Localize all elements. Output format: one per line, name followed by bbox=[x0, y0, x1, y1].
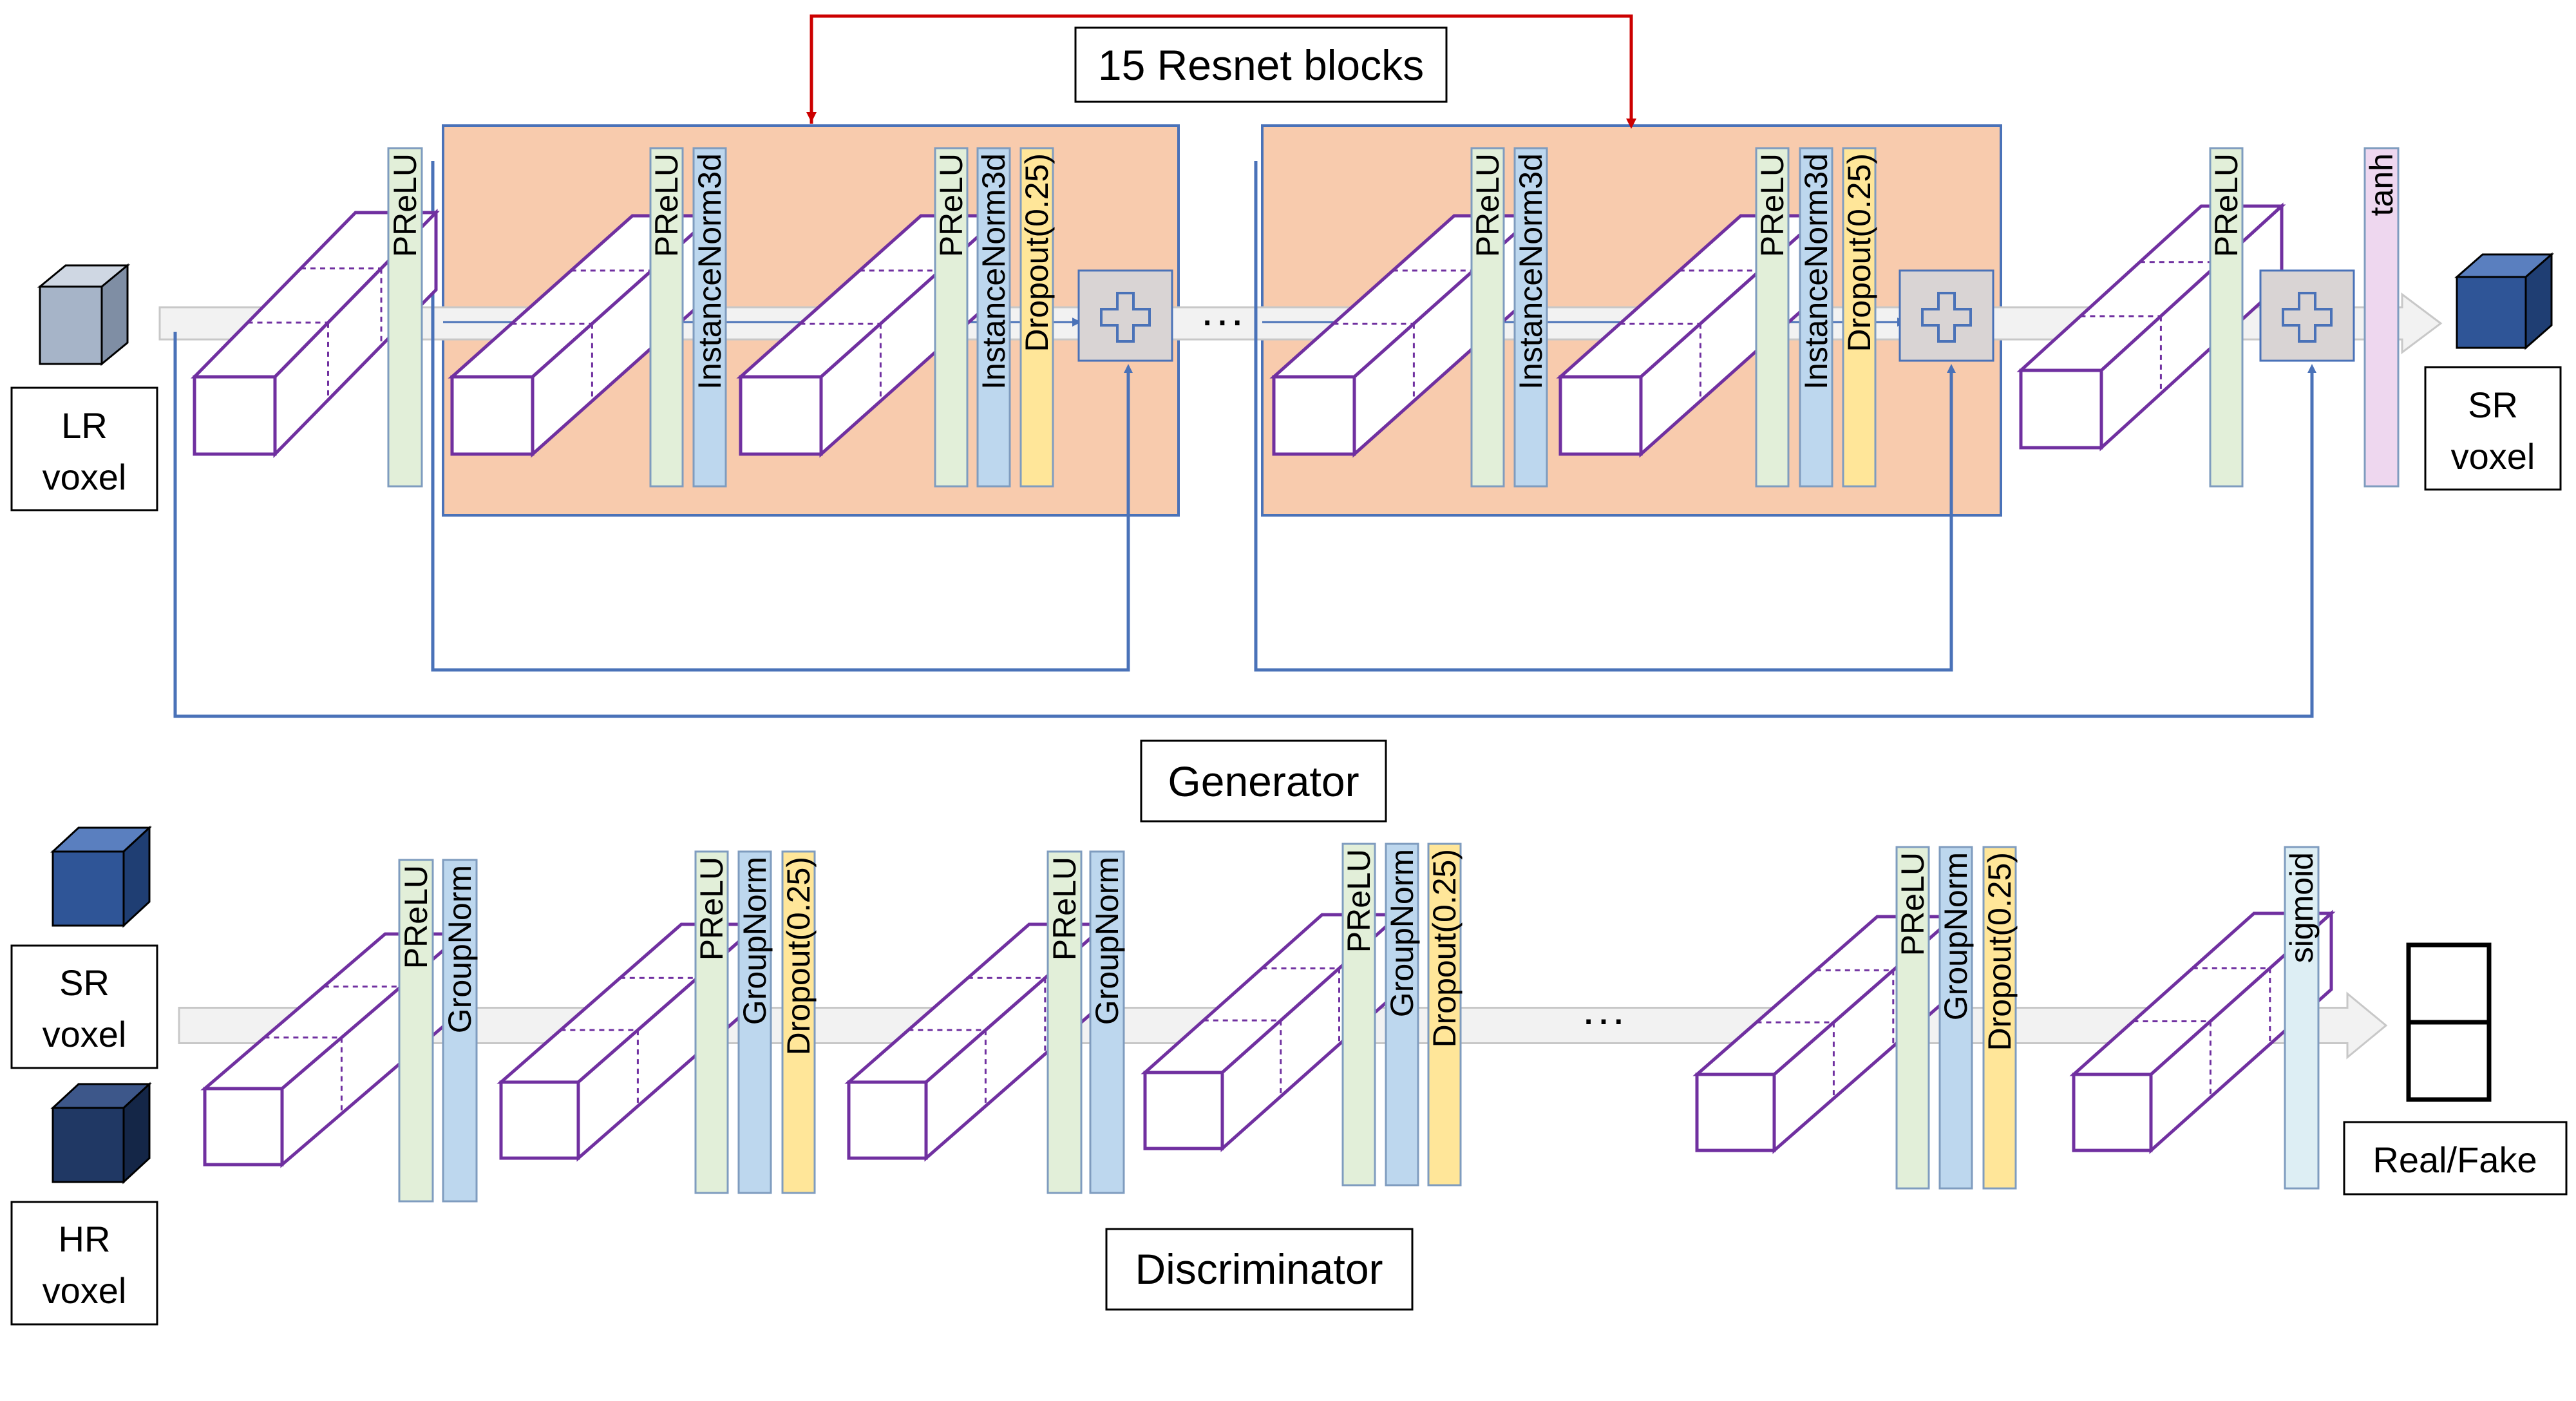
generator-prelu-bar-5-label: PReLU bbox=[1754, 153, 1790, 257]
sr-voxel-output-label-box bbox=[2424, 366, 2562, 491]
generator-prelu-bar-3: PReLU bbox=[933, 147, 969, 488]
disc-groupnorm-bar-3-label: GroupNorm bbox=[1089, 857, 1125, 1025]
generator-dropout-bar-1: Dropout(0.25) bbox=[1019, 147, 1055, 488]
disc-groupnorm-bar-2: GroupNorm bbox=[737, 850, 773, 1194]
lr-voxel-label-box bbox=[10, 386, 158, 511]
plus-node-1 bbox=[1077, 269, 1173, 362]
resnet-label: 15 Resnet blocks bbox=[1098, 41, 1424, 89]
plus-node-2 bbox=[1899, 269, 1994, 362]
generator-instancenorm-bar-1: InstanceNorm3d bbox=[692, 147, 728, 488]
lr-voxel-cube-icon bbox=[37, 263, 131, 367]
generator-prelu-bar-2: PReLU bbox=[649, 147, 685, 488]
disc-groupnorm-bar-1-label: GroupNorm bbox=[442, 865, 478, 1033]
hr-voxel-input-label-box bbox=[10, 1201, 158, 1326]
discriminator-title-box bbox=[1105, 1228, 1414, 1311]
disc-groupnorm-bar-4-label: GroupNorm bbox=[1384, 849, 1420, 1017]
generator-instancenorm-bar-2: InstanceNorm3d bbox=[976, 147, 1012, 488]
sr-voxel-input-label-box bbox=[10, 944, 158, 1069]
disc-prelu-bar-3-label: PReLU bbox=[1046, 857, 1083, 960]
sr-voxel-output-label-line1: SR bbox=[2468, 385, 2518, 425]
disc-prelu-bar-4: PReLU bbox=[1341, 843, 1377, 1187]
generator-instancenorm-bar-2-label: InstanceNorm3d bbox=[976, 153, 1012, 390]
disc-sigmoid-bar-label: sigmoid bbox=[2284, 852, 2320, 963]
generator-title-box bbox=[1140, 739, 1387, 823]
skip-connection-1 bbox=[431, 161, 1133, 672]
discriminator-ellipsis: ··· bbox=[1581, 993, 1626, 1044]
disc-dropout-bar-2-label: Dropout(0.25) bbox=[1426, 849, 1463, 1048]
disc-prelu-bar-1: PReLU bbox=[398, 859, 434, 1203]
disc-prelu-bar-5-label: PReLU bbox=[1895, 852, 1931, 956]
generator-dropout-bar-2: Dropout(0.25) bbox=[1841, 147, 1877, 488]
lr-voxel-label-line2: voxel bbox=[43, 457, 127, 497]
lr-voxel-label-line1: LR bbox=[61, 405, 108, 446]
disc-prelu-bar-4-label: PReLU bbox=[1341, 849, 1377, 953]
generator-dropout-bar-2-label: Dropout(0.25) bbox=[1841, 153, 1877, 352]
sr-voxel-input-cube-icon bbox=[50, 825, 152, 928]
disc-groupnorm-bar-5-label: GroupNorm bbox=[1938, 852, 1974, 1020]
plus-icon bbox=[1921, 292, 1972, 343]
generator-dropout-bar-1-label: Dropout(0.25) bbox=[1019, 153, 1055, 352]
disc-groupnorm-bar-4: GroupNorm bbox=[1384, 843, 1420, 1187]
disc-prelu-bar-5: PReLU bbox=[1895, 846, 1931, 1190]
real-fake-label-box bbox=[2343, 1121, 2568, 1196]
generator-instancenorm-bar-4-label: InstanceNorm3d bbox=[1798, 153, 1834, 390]
generator-prelu-bar-1: PReLU bbox=[387, 147, 423, 488]
disc-prelu-bar-1-label: PReLU bbox=[398, 865, 434, 969]
plus-icon bbox=[2282, 292, 2333, 343]
generator-tanh-bar: tanh bbox=[2363, 147, 2400, 488]
generator-instancenorm-bar-1-label: InstanceNorm3d bbox=[692, 153, 728, 390]
hr-voxel-input-cube-icon bbox=[50, 1082, 152, 1185]
generator-prelu-bar-3-label: PReLU bbox=[933, 153, 969, 257]
generator-prelu-bar-4: PReLU bbox=[1470, 147, 1506, 488]
resnet-label-box bbox=[1074, 26, 1448, 103]
generator-instancenorm-bar-4: InstanceNorm3d bbox=[1798, 147, 1834, 488]
sr-voxel-output-label-line2: voxel bbox=[2451, 436, 2535, 477]
disc-prelu-bar-2: PReLU bbox=[694, 850, 730, 1194]
generator-title: Generator bbox=[1168, 758, 1359, 805]
disc-groupnorm-bar-2-label: GroupNorm bbox=[737, 857, 773, 1025]
disc-dropout-bar-1-label: Dropout(0.25) bbox=[781, 857, 817, 1056]
generator-prelu-bar-2-label: PReLU bbox=[649, 153, 685, 257]
disc-groupnorm-bar-1: GroupNorm bbox=[442, 859, 478, 1203]
plus-node-3 bbox=[2259, 269, 2355, 362]
disc-prelu-bar-2-label: PReLU bbox=[694, 857, 730, 960]
plus-icon bbox=[1100, 292, 1151, 343]
generator-prelu-bar-6-label: PReLU bbox=[2208, 153, 2244, 257]
disc-dropout-bar-3-label: Dropout(0.25) bbox=[1982, 852, 2018, 1051]
hr-voxel-input-label-line2: voxel bbox=[43, 1270, 127, 1311]
generator-instancenorm-bar-3-label: InstanceNorm3d bbox=[1513, 153, 1549, 390]
generator-ellipsis: ··· bbox=[1200, 294, 1245, 345]
disc-dropout-bar-2: Dropout(0.25) bbox=[1426, 843, 1463, 1187]
disc-dropout-bar-3: Dropout(0.25) bbox=[1982, 846, 2018, 1190]
disc-sigmoid-bar: sigmoid bbox=[2284, 846, 2320, 1190]
generator-prelu-bar-1-label: PReLU bbox=[387, 153, 423, 257]
sr-voxel-input-label-line1: SR bbox=[59, 962, 109, 1003]
sr-voxel-input-label-line2: voxel bbox=[43, 1014, 127, 1054]
sr-voxel-output-cube-icon bbox=[2454, 252, 2554, 350]
disc-dropout-bar-1: Dropout(0.25) bbox=[781, 850, 817, 1194]
real-fake-output-icon bbox=[2406, 942, 2492, 1102]
global-skip-connection bbox=[173, 332, 2316, 718]
disc-groupnorm-bar-5: GroupNorm bbox=[1938, 846, 1974, 1190]
generator-prelu-bar-6: PReLU bbox=[2208, 147, 2244, 488]
generator-prelu-bar-4-label: PReLU bbox=[1470, 153, 1506, 257]
skip-connection-2 bbox=[1254, 161, 1956, 672]
discriminator-title: Discriminator bbox=[1135, 1245, 1383, 1293]
hr-voxel-input-label-line1: HR bbox=[59, 1219, 111, 1259]
disc-prelu-bar-3: PReLU bbox=[1046, 850, 1083, 1194]
generator-prelu-bar-5: PReLU bbox=[1754, 147, 1790, 488]
disc-groupnorm-bar-3: GroupNorm bbox=[1089, 850, 1125, 1194]
generator-instancenorm-bar-3: InstanceNorm3d bbox=[1513, 147, 1549, 488]
generator-tanh-bar-label: tanh bbox=[2363, 153, 2400, 216]
real-fake-label: Real/Fake bbox=[2372, 1139, 2537, 1180]
